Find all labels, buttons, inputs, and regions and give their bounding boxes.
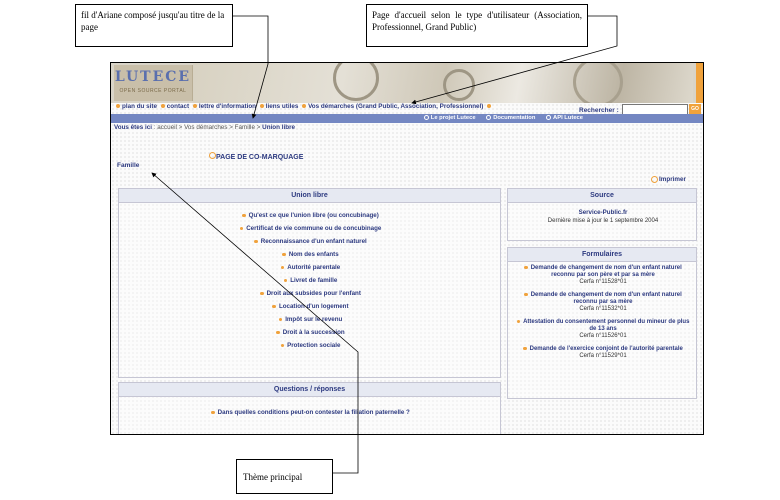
bullet-icon — [260, 291, 264, 296]
toplink-projet[interactable]: Le projet Lutece — [423, 115, 476, 121]
forms-list: Demande de changement de nom d'un enfant… — [508, 265, 698, 366]
question-link[interactable]: Dans quelles conditions peut-on conteste… — [119, 409, 502, 416]
forms-panel: Formulaires Demande de changement de nom… — [507, 247, 697, 399]
bullet-icon — [211, 410, 215, 415]
lutece-logo[interactable]: LUTECE OPEN SOURCE PORTAL — [114, 65, 193, 101]
questions-panel: Questions / réponses Dans quelles condit… — [118, 382, 502, 434]
page-title: PAGE DE CO-MARQUAGE — [216, 154, 304, 161]
theme-link[interactable]: Droit à la succession — [119, 326, 502, 339]
nav-item-newsletter[interactable]: lettre d'information — [198, 103, 257, 110]
source-panel: Source Service-Public.fr Dernière mise à… — [507, 188, 697, 241]
nav-item-links[interactable]: liens utiles — [265, 103, 299, 110]
theme-callout: Thème principal — [236, 459, 333, 494]
theme-link[interactable]: Autorité parentale — [119, 261, 502, 274]
bullet-icon — [283, 278, 288, 283]
breadcrumb-prefix: Vous êtes ici — [114, 124, 153, 131]
bullet-icon — [278, 317, 283, 322]
breadcrumb-demarches[interactable]: > Vos démarches — [178, 124, 228, 131]
union-libre-heading: Union libre — [119, 189, 500, 203]
union-libre-list: Qu'est ce que l'union libre (ou concubin… — [119, 209, 502, 352]
form-title[interactable]: Demande de changement de nom d'un enfant… — [508, 292, 698, 306]
link-icon — [486, 115, 492, 120]
bullet-icon — [524, 265, 528, 270]
breadcrumb-home[interactable]: : accueil — [153, 124, 177, 131]
link-icon — [546, 115, 552, 120]
nav-item-plan[interactable]: plan du site — [122, 103, 157, 110]
theme-link[interactable]: Certificat de vie commune ou de concubin… — [119, 222, 502, 235]
portal-screenshot: LUTECE OPEN SOURCE PORTAL plan du site c… — [110, 62, 704, 435]
toplink-api[interactable]: API Lutece — [546, 115, 583, 121]
breadcrumb-callout: fil d'Ariane composé jusqu'au titre de l… — [75, 4, 233, 47]
breadcrumb-current: Union libre — [262, 124, 296, 131]
logo-word: LUTECE — [114, 69, 192, 85]
questions-heading: Questions / réponses — [119, 383, 500, 397]
bullet-icon — [282, 252, 286, 257]
theme-link[interactable]: Qu'est ce que l'union libre (ou concubin… — [119, 209, 502, 222]
bullet-icon — [280, 343, 285, 348]
bullet-icon — [487, 104, 492, 109]
co-branding-icon — [209, 152, 216, 159]
logo-subtitle: OPEN SOURCE PORTAL — [119, 88, 187, 94]
form-entry[interactable]: Demande de l'exercice conjoint de l'auto… — [508, 346, 698, 360]
portal-header: LUTECE OPEN SOURCE PORTAL — [111, 63, 703, 103]
toplink-documentation[interactable]: Documentation — [486, 115, 535, 121]
link-icon — [423, 115, 429, 120]
form-cerfa: Cerfa n°11526*01 — [579, 333, 627, 339]
home-type-callout: Page d'accueil selon le type d'utilisate… — [366, 4, 588, 47]
form-cerfa: Cerfa n°11529*01 — [579, 353, 627, 359]
bullet-icon — [280, 265, 285, 270]
theme-arrow — [151, 172, 359, 474]
form-cerfa: Cerfa n°11532*01 — [579, 306, 627, 312]
theme-link[interactable]: Protection sociale — [119, 339, 502, 352]
breadcrumb-arrow — [233, 15, 269, 119]
breadcrumb-sep: > — [256, 124, 263, 131]
form-entry[interactable]: Demande de changement de nom d'un enfant… — [508, 265, 698, 286]
banner-image — [193, 63, 693, 103]
source-heading: Source — [508, 189, 696, 203]
form-entry[interactable]: Attestation du consentement personnel du… — [508, 319, 698, 340]
form-title[interactable]: Demande de l'exercice conjoint de l'auto… — [508, 346, 698, 353]
section-title: Famille — [117, 162, 140, 169]
forms-heading: Formulaires — [508, 248, 696, 262]
form-entry[interactable]: Demande de changement de nom d'un enfant… — [508, 292, 698, 313]
source-date: Dernière mise à jour le 1 septembre 2004 — [547, 218, 659, 224]
breadcrumb: Vous êtes ici : accueil > Vos démarches … — [114, 124, 295, 131]
bullet-icon — [242, 213, 246, 218]
search-button[interactable]: GO — [689, 104, 701, 115]
home-type-arrow — [411, 15, 618, 105]
search-label: Rechercher : — [579, 107, 619, 114]
theme-link[interactable]: Impôt sur le revenu — [119, 313, 502, 326]
theme-link[interactable]: Droit aux subsides pour l'enfant — [119, 287, 502, 300]
print-icon — [651, 176, 658, 183]
nav-item-contact[interactable]: contact — [166, 103, 190, 110]
theme-link[interactable]: Reconnaissance d'un enfant naturel — [119, 235, 502, 248]
bullet-icon — [160, 104, 165, 109]
bullet-icon — [516, 319, 521, 324]
theme-link[interactable]: Location d'un logement — [119, 300, 502, 313]
bullet-icon — [239, 226, 244, 231]
print-link[interactable]: Imprimer — [659, 176, 686, 183]
bullet-icon — [254, 239, 258, 244]
accent-strip — [696, 63, 703, 103]
breadcrumb-famille[interactable]: > Famille — [229, 124, 255, 131]
theme-link[interactable]: Livret de famille — [119, 274, 502, 287]
form-title[interactable]: Attestation du consentement personnel du… — [508, 319, 698, 333]
main-nav: plan du site contact lettre d'informatio… — [114, 103, 569, 121]
bullet-icon — [276, 330, 280, 335]
nav-item-demarches[interactable]: Vos démarches (Grand Public, Association… — [308, 103, 484, 110]
bullet-icon — [259, 104, 264, 109]
union-libre-panel: Union libre Qu'est ce que l'union libre … — [118, 188, 501, 378]
bullet-icon — [116, 104, 120, 109]
bullet-icon — [523, 346, 527, 351]
bullet-icon — [272, 304, 276, 309]
form-cerfa: Cerfa n°11528*01 — [579, 279, 627, 285]
source-name[interactable]: Service-Public.fr — [578, 209, 628, 216]
top-links-bar: Le projet Lutece Documentation API Lutec… — [111, 114, 703, 123]
bullet-icon — [192, 104, 197, 109]
form-title[interactable]: Demande de changement de nom d'un enfant… — [508, 265, 698, 279]
bullet-icon — [524, 292, 528, 297]
bullet-icon — [302, 104, 307, 109]
theme-link[interactable]: Nom des enfants — [119, 248, 502, 261]
